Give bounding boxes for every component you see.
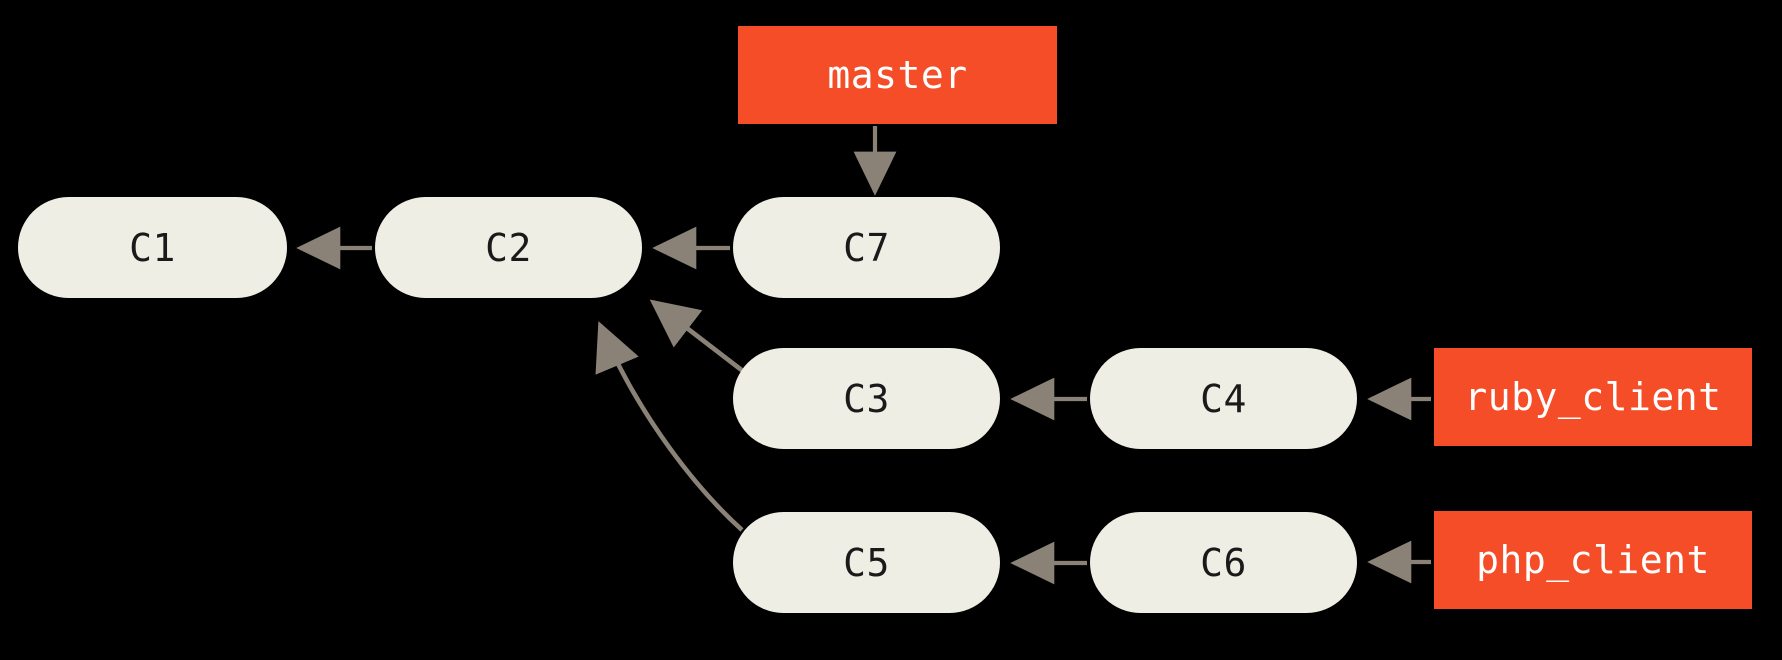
commit-node-c3[interactable]: C3: [733, 348, 1000, 449]
commit-node-c4[interactable]: C4: [1090, 348, 1357, 449]
branch-node-master[interactable]: master: [738, 26, 1057, 124]
branch-node-ruby-client[interactable]: ruby_client: [1434, 348, 1752, 446]
commit-label-c6: C6: [1200, 540, 1247, 585]
branch-node-php-client[interactable]: php_client: [1434, 511, 1752, 609]
commit-label-c2: C2: [485, 225, 532, 270]
commit-label-c7: C7: [843, 225, 890, 270]
commit-node-c6[interactable]: C6: [1090, 512, 1357, 613]
commit-label-c4: C4: [1200, 376, 1247, 421]
commit-label-c1: C1: [129, 225, 176, 270]
branch-label-master: master: [827, 53, 968, 97]
commit-node-c2[interactable]: C2: [375, 197, 642, 298]
commit-node-c5[interactable]: C5: [733, 512, 1000, 613]
commit-label-c5: C5: [843, 540, 890, 585]
branch-label-ruby-client: ruby_client: [1464, 375, 1722, 419]
branch-label-php-client: php_client: [1476, 538, 1710, 582]
commit-node-c7[interactable]: C7: [733, 197, 1000, 298]
commit-label-c3: C3: [843, 376, 890, 421]
edge-c3-to-c2: [649, 299, 750, 377]
commit-node-c1[interactable]: C1: [18, 197, 287, 298]
edge-c5-to-c2: [595, 321, 744, 532]
